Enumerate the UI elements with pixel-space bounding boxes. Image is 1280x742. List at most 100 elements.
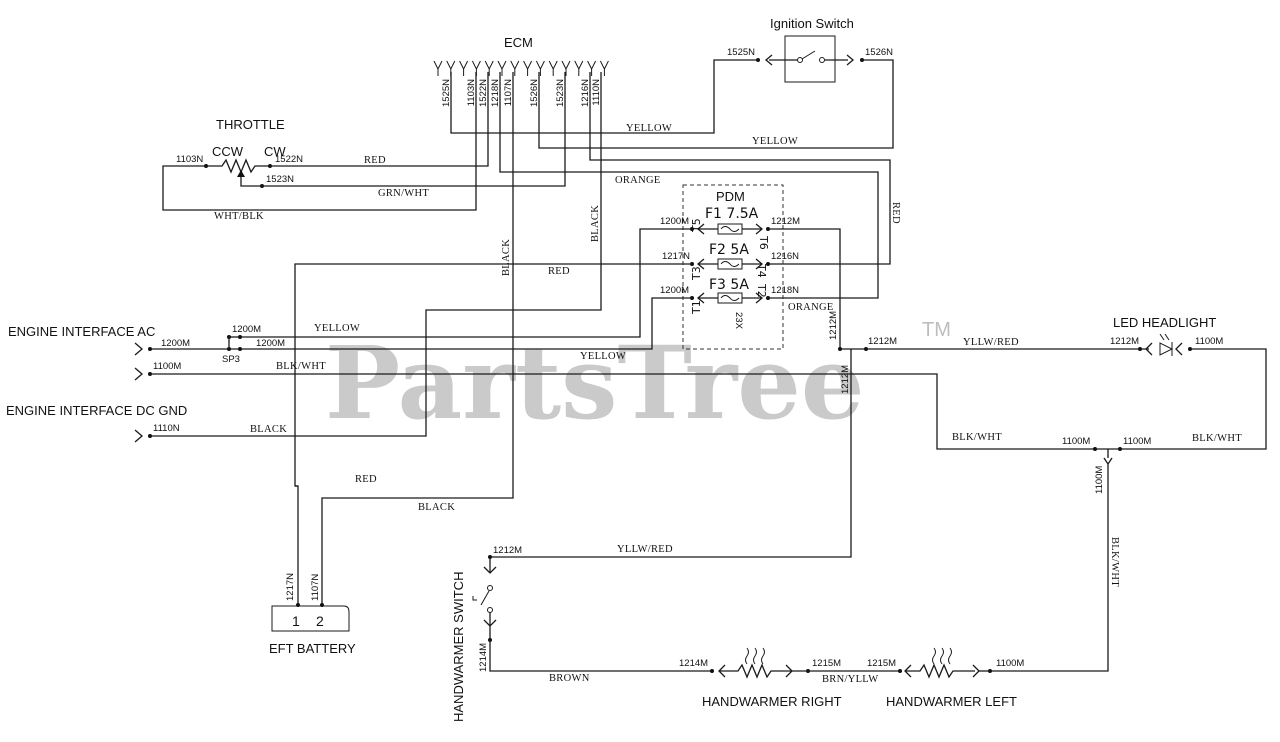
- net-label: 1525N: [727, 47, 755, 58]
- connector-dc-1110: [134, 429, 143, 443]
- ecm-pin-fork: [535, 60, 545, 76]
- wire-label: RED: [364, 155, 386, 166]
- wire-label: BLK/WHT: [1192, 433, 1242, 444]
- net-label: 1216N: [771, 251, 799, 262]
- net-label: 1200M: [660, 285, 689, 296]
- battery-terminal-2: 2: [316, 613, 324, 629]
- ignition-switch-box: [784, 35, 836, 83]
- net-label: 1100M: [1195, 336, 1223, 347]
- wire-label: WHT/BLK: [214, 211, 264, 222]
- net-label: 1217N: [285, 573, 296, 601]
- handwarmer-switch-title: HANDWARMER SWITCH: [451, 572, 466, 722]
- wire-label: BLK/WHT: [952, 432, 1002, 443]
- wire-yllw-red-hs: [490, 348, 852, 558]
- net-label: 1100M: [1094, 466, 1105, 494]
- wire-label: ORANGE: [615, 175, 661, 186]
- terminal-t1: T1: [690, 300, 703, 315]
- terminal-t4: T4: [755, 263, 768, 278]
- throttle-cw: CW: [264, 144, 286, 159]
- fuse-symbol: [690, 292, 770, 304]
- ecm-pin-fork: [587, 60, 597, 76]
- terminal-t5: T5: [690, 218, 703, 233]
- pdm-title: PDM: [716, 189, 745, 204]
- pdm-23x: 23X: [733, 312, 744, 330]
- battery-terminal-1: 1: [292, 613, 300, 629]
- wire-label: ORANGE: [788, 302, 834, 313]
- wire-yellow-1200-a: [240, 228, 692, 338]
- net-label: 1100M: [1123, 436, 1151, 447]
- wire-brown-1214: [489, 640, 712, 672]
- ecm-pin-label: 1523N: [555, 79, 566, 107]
- net-label: 1217N: [662, 251, 690, 262]
- wire-orange-1218: [499, 72, 879, 299]
- ignition-switch: Ignition Switch: [764, 16, 855, 83]
- engine-interface-dc-title: ENGINE INTERFACE DC GND: [6, 403, 187, 418]
- ecm-pin-label: 1110N: [591, 79, 602, 106]
- net-label: 1200M: [161, 338, 190, 349]
- ecm-pin-label: 1525N: [441, 79, 452, 107]
- wire-label: YLLW/RED: [617, 544, 673, 555]
- net-label: 1215M: [867, 658, 896, 669]
- wire-label: BLACK: [418, 502, 455, 513]
- wire-label: BLK/WHT: [276, 361, 326, 372]
- net-label: 1212M: [868, 336, 897, 347]
- wire-blk-wht-hl: [990, 464, 1109, 672]
- eft-battery-title: EFT BATTERY: [269, 641, 356, 656]
- wire-yellow-1525: [450, 59, 758, 134]
- wire-label: RED: [548, 266, 570, 277]
- ecm-pin-fork: [433, 60, 443, 76]
- fuse-f3-label: F3 5A: [709, 277, 749, 293]
- led-headlight: LED HEADLIGHT: [1113, 315, 1216, 356]
- wire-label: GRN/WHT: [378, 188, 429, 199]
- led-headlight-title: LED HEADLIGHT: [1113, 315, 1216, 330]
- ecm-pin-fork: [459, 60, 469, 76]
- net-label: 1523N: [266, 174, 294, 185]
- ecm-pin-fork: [484, 60, 494, 76]
- ecm-pin-fork: [523, 60, 533, 76]
- net-label: 1100M: [996, 658, 1024, 669]
- throttle-title: THROTTLE: [216, 117, 285, 132]
- net-label: 1212M: [840, 365, 851, 394]
- net-label: 1200M: [232, 324, 261, 335]
- throttle-pot: THROTTLE CCW CW: [206, 117, 286, 182]
- connector-ac-1200: [134, 342, 143, 356]
- wire-red-1216: [589, 72, 891, 265]
- net-label: 1212M: [828, 311, 839, 340]
- wire-1212-pdm: [768, 228, 841, 349]
- net-label: 1215M: [812, 658, 841, 669]
- wire-label: BLACK: [501, 239, 512, 276]
- ecm-pin-fork: [510, 60, 520, 76]
- net-label: 1100M: [153, 361, 181, 372]
- ecm-pin-fork: [561, 60, 571, 76]
- ecm-pin-label: 1218N: [490, 79, 501, 107]
- net-label: 1103N: [176, 154, 203, 165]
- net-label: 1212M: [771, 216, 800, 227]
- handwarmer-switch: HANDWARMER SWITCH: [451, 555, 497, 722]
- wire-label: BROWN: [549, 673, 590, 684]
- wire-black-1107: [321, 72, 514, 605]
- ecm-pin-fork: [599, 60, 609, 76]
- wire-label: RED: [890, 202, 901, 224]
- wire-label: YELLOW: [314, 323, 360, 334]
- net-label: 1212M: [493, 545, 522, 556]
- wire-label: RED: [355, 474, 377, 485]
- throttle-ccw: CCW: [212, 144, 244, 159]
- sp3-label: SP3: [222, 354, 240, 365]
- fuse-f2-label: F2 5A: [709, 242, 749, 258]
- net-label: 1218N: [771, 285, 799, 296]
- connector-ac-1100: [134, 367, 143, 381]
- eft-battery: 1 2 EFT BATTERY: [269, 605, 356, 656]
- engine-interface-ac-title: ENGINE INTERFACE AC: [8, 324, 155, 339]
- pdm-box: [682, 184, 784, 350]
- net-label: 1214M: [679, 658, 708, 669]
- wire-black-1110: [150, 72, 602, 437]
- net-label: 1522N: [275, 154, 303, 165]
- terminal-t6: T6: [757, 235, 770, 250]
- fuse-symbol: [690, 258, 770, 270]
- wire-yellow-1200-b: [150, 297, 692, 350]
- ecm-pin-label: 1216N: [580, 79, 591, 107]
- ignition-switch-title: Ignition Switch: [770, 16, 854, 31]
- net-label: 1214M: [478, 643, 489, 672]
